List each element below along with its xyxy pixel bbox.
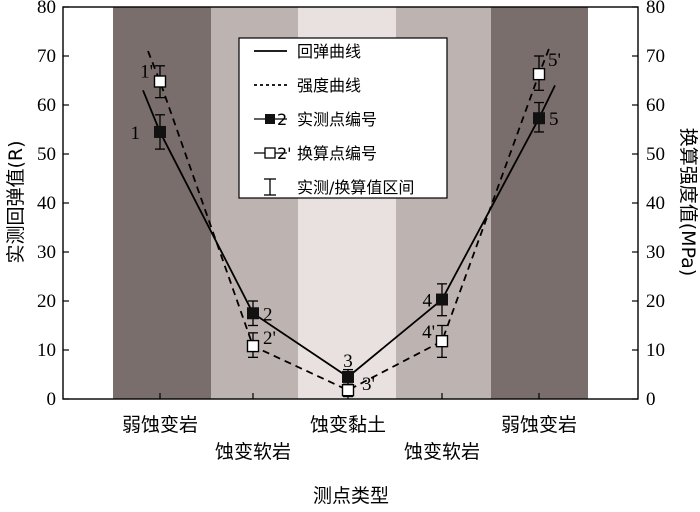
- measured-point-label: 1: [131, 123, 141, 144]
- measured-point-label: 4: [423, 291, 433, 312]
- series-layer: 1 2 3 4 5 1' 2' 3' 4' 5': [131, 45, 561, 398]
- measured-point-marker: [247, 307, 259, 320]
- y-tick-label: 10: [37, 340, 56, 361]
- y-tick-label: 80: [37, 0, 56, 18]
- y2-tick-label: 20: [646, 291, 665, 312]
- y2-tick-label: 0: [646, 389, 656, 410]
- x-category-label: 蚀变软岩: [404, 441, 480, 463]
- converted-point-marker: [153, 75, 167, 88]
- measured-point-marker: [436, 293, 448, 306]
- y2-tick-label: 70: [646, 46, 665, 67]
- y-tick-label: 40: [37, 193, 56, 214]
- y2-tick-label: 10: [646, 340, 665, 361]
- x-category-label: 弱蚀变岩: [501, 414, 577, 436]
- converted-point-label: 2': [263, 328, 276, 349]
- legend-entry-label: 实测点编号: [297, 110, 377, 129]
- y2-tick-label: 40: [646, 193, 665, 214]
- converted-point-marker: [532, 67, 546, 81]
- legend-marker-number: 2': [277, 144, 292, 163]
- y2-tick-label: 30: [646, 242, 665, 263]
- measured-point-marker: [154, 125, 166, 138]
- converted-point-marker: [435, 334, 449, 348]
- x-axis-title: 测点类型: [313, 485, 389, 507]
- legend-entry-label: 实测/换算值区间: [297, 178, 414, 197]
- y-tick-label: 70: [37, 46, 56, 67]
- y-axis-title: 实测回弹值(R): [5, 140, 27, 263]
- legend-open-marker: [264, 147, 276, 159]
- measured-point-label: 3: [343, 351, 353, 372]
- legend-marker-number: 2: [277, 110, 287, 129]
- legend-entry-label: 回弹曲线: [297, 42, 361, 61]
- x-category-label: 弱蚀变岩: [122, 414, 198, 436]
- x-category-label: 蚀变软岩: [215, 441, 291, 463]
- y2-axis-title: 换算强度值(MPa): [677, 128, 699, 276]
- converted-point-label: 3': [362, 374, 375, 395]
- y-tick-label: 30: [37, 242, 56, 263]
- measured-point-marker: [533, 112, 545, 125]
- y2-tick-label: 60: [646, 95, 665, 116]
- measured-point-label: 5: [549, 109, 559, 130]
- legend-entry-label: 换算点编号: [297, 144, 377, 163]
- measured-point-label: 2: [263, 304, 273, 325]
- y-tick-label: 60: [37, 95, 56, 116]
- converted-point-label: 4': [422, 322, 435, 343]
- converted-point-label: 1': [140, 61, 153, 82]
- y-tick-label: 50: [37, 144, 56, 165]
- y-tick-label: 20: [37, 291, 56, 312]
- x-category-label: 蚀变黏土: [310, 414, 386, 436]
- y-tick-label: 0: [47, 389, 57, 410]
- legend-filled-marker: [265, 114, 275, 124]
- zone-band: [113, 7, 211, 399]
- legend-entry-label: 强度曲线: [297, 76, 361, 95]
- measured-point-marker: [342, 370, 354, 383]
- y2-tick-label: 50: [646, 144, 665, 165]
- y2-tick-label: 80: [646, 0, 665, 18]
- converted-point-marker: [341, 383, 355, 397]
- converted-point-label: 5': [548, 50, 561, 71]
- converted-point-marker: [246, 339, 260, 353]
